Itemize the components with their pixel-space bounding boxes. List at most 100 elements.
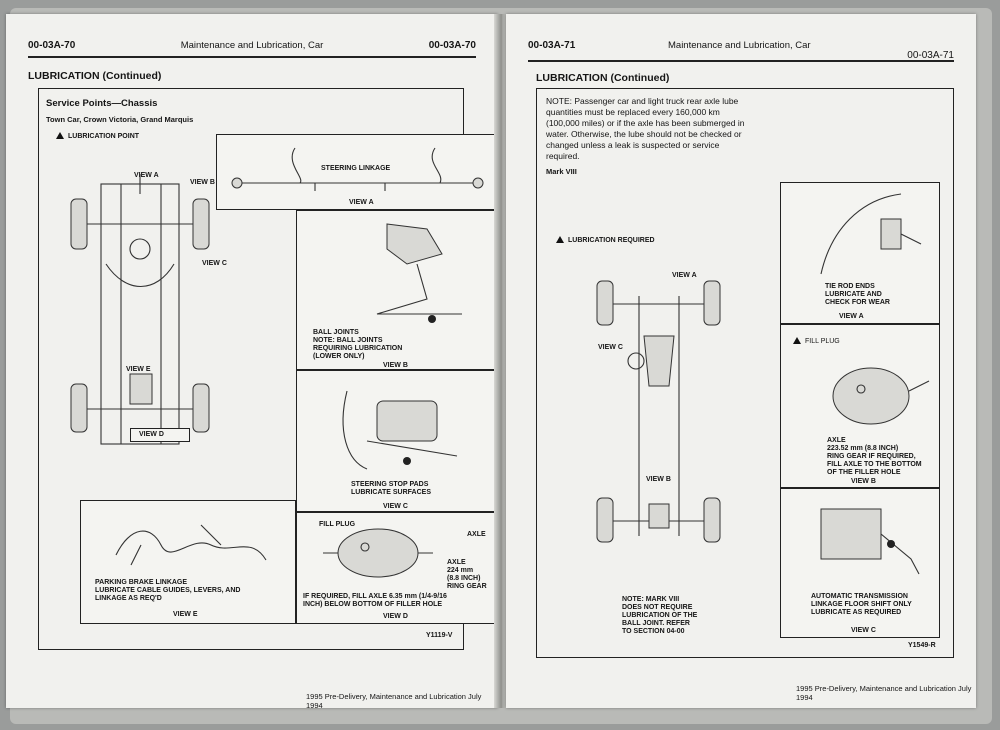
right-legend: LUBRICATION REQUIRED [556, 236, 655, 246]
ball-joint-drawing [376, 223, 462, 323]
mark-note-5: TO SECTION 04-00 [622, 628, 685, 635]
left-models: Town Car, Crown Victoria, Grand Marquis [46, 115, 194, 124]
left-view-c-box: STEERING STOP PADS LUBRICATE SURFACES VI… [296, 370, 498, 512]
mark-note-1: NOTE: MARK VIII [622, 596, 680, 603]
right-view-a-caption: VIEW A [839, 313, 864, 320]
left-chassis-drawing [70, 174, 210, 445]
ball-joints-text-1: BALL JOINTS [313, 329, 359, 336]
right-chassis-view-a: VIEW A [672, 272, 697, 279]
right-axle-text-4: FILL AXLE TO THE BOTTOM [827, 461, 922, 468]
mark-note-2: DOES NOT REQUIRE [622, 604, 693, 611]
tie-rod-text-3: CHECK FOR WEAR [825, 299, 890, 306]
right-view-c-caption: VIEW C [851, 627, 876, 634]
left-chassis-view-a: VIEW A [134, 172, 159, 179]
steering-stop-text-1: STEERING STOP PADS [351, 481, 429, 488]
parking-brake-text-1: PARKING BRAKE LINKAGE [95, 579, 188, 586]
transmission-linkage-drawing [820, 508, 920, 575]
left-axle-spec-2: 224 mm [447, 567, 474, 574]
left-view-a-caption: VIEW A [349, 199, 374, 206]
left-view-b-caption: VIEW B [383, 362, 408, 369]
right-axle-text-5: OF THE FILLER HOLE [827, 469, 901, 476]
left-chassis-view-c: VIEW C [202, 260, 227, 267]
left-page-header: 00-03A-70 Maintenance and Lubrication, C… [28, 36, 476, 58]
left-chassis-view-d-box: VIEW D [130, 428, 190, 442]
transmission-text-2: LINKAGE FLOOR SHIFT ONLY [811, 601, 912, 608]
left-chassis-view-d: VIEW D [139, 431, 164, 438]
parking-brake-text-3: LINKAGE AS REQ'D [95, 595, 162, 602]
left-page-title: Maintenance and Lubrication, Car [180, 40, 324, 51]
right-note-5: changed unless a leak is suspected or se… [546, 140, 720, 150]
parking-brake-text-2: LUBRICATE CABLE GUIDES, LEVERS, AND [95, 587, 241, 594]
right-chassis-view-c: VIEW C [598, 344, 623, 351]
mark-note-3: LUBRICATION OF THE [622, 612, 698, 619]
left-view-d-box: FILL PLUG AXLE AXLE 224 mm (8.8 INCH) RI… [296, 512, 498, 624]
right-note-2: quantities must be replaced every 160,00… [546, 107, 720, 117]
right-footer: 1995 Pre-Delivery, Maintenance and Lubri… [796, 684, 972, 702]
lubrication-point-triangle-icon [56, 132, 64, 139]
left-axle-spec-1: AXLE [447, 559, 466, 566]
mark-note-4: BALL JOINT. REFER [622, 620, 690, 627]
left-view-d-text-2: INCH) BELOW BOTTOM OF FILLER HOLE [303, 601, 443, 608]
right-section-title: LUBRICATION (Continued) [536, 72, 670, 84]
right-view-c-box: AUTOMATIC TRANSMISSION LINKAGE FLOOR SHI… [780, 488, 940, 638]
right-model: Mark VIII [546, 167, 577, 176]
left-fill-plug-label: FILL PLUG [319, 521, 356, 528]
left-section-title: LUBRICATION (Continued) [28, 70, 162, 82]
right-page-header: 00-03A-71 Maintenance and Lubrication, C… [528, 36, 954, 62]
tie-rod-text-2: LUBRICATE AND [825, 291, 882, 298]
transmission-text-3: LUBRICATE AS REQUIRED [811, 609, 902, 616]
transmission-text-1: AUTOMATIC TRANSMISSION [811, 593, 908, 600]
right-note-1: NOTE: Passenger car and light truck rear… [546, 96, 739, 106]
ball-joints-text-2: NOTE: BALL JOINTS [313, 337, 383, 344]
lubrication-required-triangle-icon [556, 236, 564, 243]
steering-linkage-drawing [231, 147, 484, 191]
left-view-d-text-1: IF REQUIRED, FILL AXLE 6.35 mm (1/4-9/16 [303, 593, 447, 600]
tie-rod-drawing [820, 193, 922, 275]
ball-joints-text-4: (LOWER ONLY) [313, 353, 365, 360]
right-axle-drawing [832, 367, 930, 425]
left-axle-drawing [323, 528, 433, 578]
left-axle-spec-3: (8.8 INCH) [447, 575, 481, 582]
right-figure-frame [536, 88, 954, 658]
left-chassis-view-e: VIEW E [126, 366, 151, 373]
left-view-e-box: PARKING BRAKE LINKAGE LUBRICATE CABLE GU… [80, 500, 296, 624]
right-axle-text-2: 223.52 mm (8.8 INCH) [827, 445, 899, 452]
steering-linkage-title: STEERING LINKAGE [321, 165, 391, 172]
right-chassis-drawing [596, 280, 721, 543]
ball-joints-text-3: REQUIRING LUBRICATION [313, 345, 403, 352]
right-page: 00-03A-71 Maintenance and Lubrication, C… [506, 14, 976, 708]
left-page: 00-03A-70 Maintenance and Lubrication, C… [6, 14, 498, 710]
right-page-number: 00-03A-71 [528, 40, 576, 51]
parking-brake-drawing [115, 524, 267, 566]
left-view-d-caption: VIEW D [383, 613, 408, 620]
tie-rod-text-1: TIE ROD ENDS [825, 283, 875, 290]
right-page-number-right: 00-03A-71 [907, 50, 954, 61]
right-fill-plug: FILL PLUG [793, 337, 840, 347]
left-subheading: Service Points—Chassis [46, 98, 158, 109]
left-chassis-view-b: VIEW B [190, 179, 215, 186]
right-axle-text-3: RING GEAR IF REQUIRED, [827, 453, 916, 460]
right-view-b-caption: VIEW B [851, 478, 876, 485]
left-page-number: 00-03A-70 [28, 40, 76, 51]
right-page-title: Maintenance and Lubrication, Car [668, 40, 811, 51]
fill-plug-triangle-icon [793, 337, 801, 344]
left-view-b-box: BALL JOINTS NOTE: BALL JOINTS REQUIRING … [296, 210, 498, 370]
right-note-3: (100,000 miles) or if the axle has been … [546, 118, 745, 128]
left-view-e-caption: VIEW E [173, 611, 198, 618]
right-note-4: water. Otherwise, the lube should not be… [546, 129, 742, 139]
left-view-c-caption: VIEW C [383, 503, 408, 510]
left-axle-spec-4: RING GEAR [447, 583, 487, 590]
left-legend: LUBRICATION POINT [56, 132, 139, 142]
left-page-number-right: 00-03A-70 [428, 40, 476, 51]
steering-stop-pad-drawing [342, 390, 458, 470]
left-axle-label: AXLE [467, 531, 486, 538]
left-view-a-box: STEERING LINKAGE VIEW A [216, 134, 498, 210]
right-axle-text-1: AXLE [827, 437, 846, 444]
steering-stop-text-2: LUBRICATE SURFACES [351, 489, 431, 496]
left-footer: 1995 Pre-Delivery, Maintenance and Lubri… [306, 692, 482, 710]
right-view-a-box: TIE ROD ENDS LUBRICATE AND CHECK FOR WEA… [780, 182, 940, 324]
right-note-6: required. [546, 151, 580, 161]
right-chassis-view-b: VIEW B [646, 476, 671, 483]
right-figure-code: Y1549-R [908, 642, 936, 649]
left-figure-code: Y1119-V [426, 632, 453, 639]
